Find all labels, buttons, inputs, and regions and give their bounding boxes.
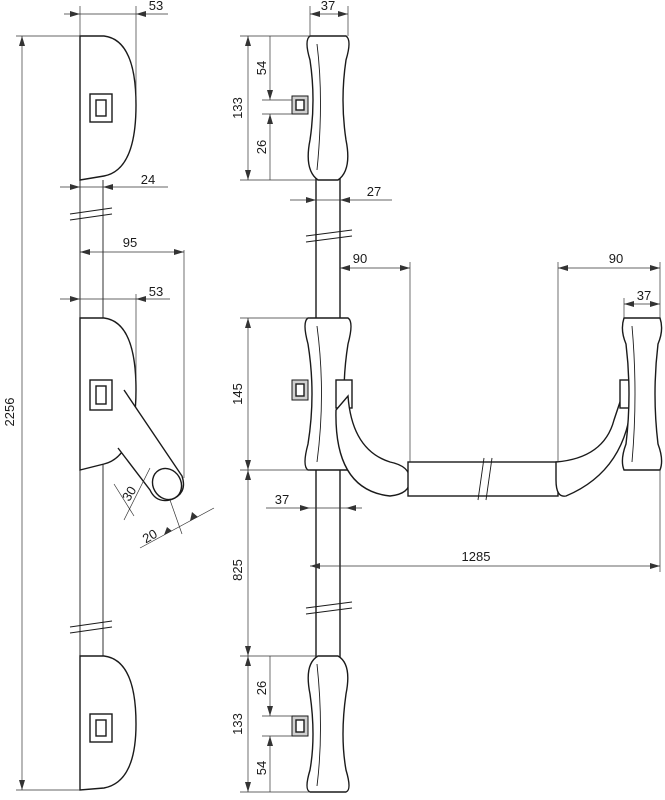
dim-label-bottom-lower: 54 xyxy=(254,761,269,775)
break-mark xyxy=(305,601,353,609)
dim-label-top-upper: 54 xyxy=(254,61,269,75)
middle-lock-inner xyxy=(295,383,305,397)
dim-arrow xyxy=(103,184,113,190)
dim-arrow xyxy=(340,265,350,271)
dim-arrow xyxy=(650,301,660,307)
left-handle-arm xyxy=(335,394,411,497)
dim-arrow xyxy=(245,318,251,328)
dim-arrow xyxy=(310,563,320,569)
dim-arrow xyxy=(310,11,320,17)
dim-arrow xyxy=(300,505,310,511)
dim-arrow xyxy=(245,36,251,46)
dim-label-handle-diameter: 30 xyxy=(119,484,139,504)
dim-arrow xyxy=(164,527,172,535)
dim-label-overall-height: 2256 xyxy=(2,398,17,427)
dim-label-bar-offset: 24 xyxy=(141,172,155,187)
break-mark xyxy=(69,213,113,221)
top-lock-inner xyxy=(295,99,305,111)
dim-arrow xyxy=(70,184,80,190)
dim-label-middle-height: 145 xyxy=(230,383,245,405)
dim-label-right-width: 37 xyxy=(637,288,651,303)
dim-label-middle-depth: 53 xyxy=(149,284,163,299)
dim-arrow xyxy=(136,11,146,17)
right-end-highlight xyxy=(631,325,636,463)
bottom-lock-inner xyxy=(295,719,305,733)
break-mark xyxy=(69,207,113,215)
break-mark xyxy=(69,620,113,628)
dim-arrow xyxy=(340,197,350,203)
dim-arrow xyxy=(624,301,634,307)
dim-label-bottom-height: 133 xyxy=(230,713,245,735)
dim-arrow xyxy=(70,11,80,17)
break-mark xyxy=(477,457,485,501)
dim-arrow xyxy=(70,296,80,302)
break-mark xyxy=(305,607,353,615)
dim-arrow xyxy=(267,114,273,124)
dim-label-top-height: 133 xyxy=(230,97,245,119)
dim-arrow xyxy=(558,265,568,271)
bottom-cover-front xyxy=(306,655,350,793)
dim-arrow xyxy=(245,470,251,480)
dim-arrow xyxy=(19,780,25,790)
middle-housing-highlight xyxy=(316,325,322,463)
dim-arrow xyxy=(346,505,356,511)
dim-label-top-lower: 26 xyxy=(254,140,269,154)
right-handle-arm xyxy=(555,395,633,497)
dim-label-right-reach: 90 xyxy=(609,251,623,266)
dim-label-rod-width: 27 xyxy=(367,184,381,199)
dim-arrow xyxy=(245,170,251,180)
middle-bracket-inner xyxy=(95,385,107,405)
dim-label-handle-end: 20 xyxy=(140,526,160,546)
break-mark xyxy=(305,229,353,237)
bottom-bracket-inner xyxy=(95,719,107,737)
dim-arrow xyxy=(400,265,410,271)
break-mark xyxy=(305,235,353,243)
dim-label-left-reach: 90 xyxy=(353,251,367,266)
dim-arrow xyxy=(245,782,251,792)
dim-arrow xyxy=(245,646,251,656)
dim-arrow xyxy=(174,249,184,255)
dim-label-top-depth: 53 xyxy=(149,0,163,13)
dim-extension xyxy=(169,499,183,535)
dim-label-middle-rod-width: 37 xyxy=(275,492,289,507)
dim-label-overall-width: 1285 xyxy=(462,549,491,564)
dim-arrow xyxy=(19,36,25,46)
dim-label-825: 825 xyxy=(230,559,245,581)
break-mark xyxy=(69,626,113,634)
top-cover-highlight xyxy=(316,43,321,171)
front-view: 37 133 54 26 27 90 90 xyxy=(230,0,663,793)
dim-arrow xyxy=(267,736,273,746)
dim-label-handle-projection: 95 xyxy=(123,235,137,250)
dim-arrow xyxy=(306,197,316,203)
side-view: 2256 53 24 95 53 30 20 xyxy=(2,0,215,791)
dim-extension xyxy=(123,467,151,521)
dim-arrow xyxy=(650,265,660,271)
dim-arrow xyxy=(80,249,90,255)
break-mark xyxy=(485,457,493,501)
dim-line-handle-diameter xyxy=(113,483,135,517)
dim-arrow xyxy=(338,11,348,17)
dim-arrow xyxy=(136,296,146,302)
dim-arrow xyxy=(267,706,273,716)
handle-end-side xyxy=(151,467,183,501)
dim-arrow xyxy=(190,512,198,521)
bottom-cover-highlight xyxy=(316,663,321,787)
dim-label-top-width: 37 xyxy=(321,0,335,13)
dim-arrow xyxy=(245,460,251,470)
dim-label-bottom-upper: 26 xyxy=(254,681,269,695)
dim-line-handle-end xyxy=(139,507,215,549)
dim-arrow xyxy=(267,90,273,100)
dim-arrow xyxy=(245,656,251,666)
dim-arrow xyxy=(650,563,660,569)
top-bracket-inner xyxy=(95,99,107,117)
top-cover-front xyxy=(306,35,350,181)
